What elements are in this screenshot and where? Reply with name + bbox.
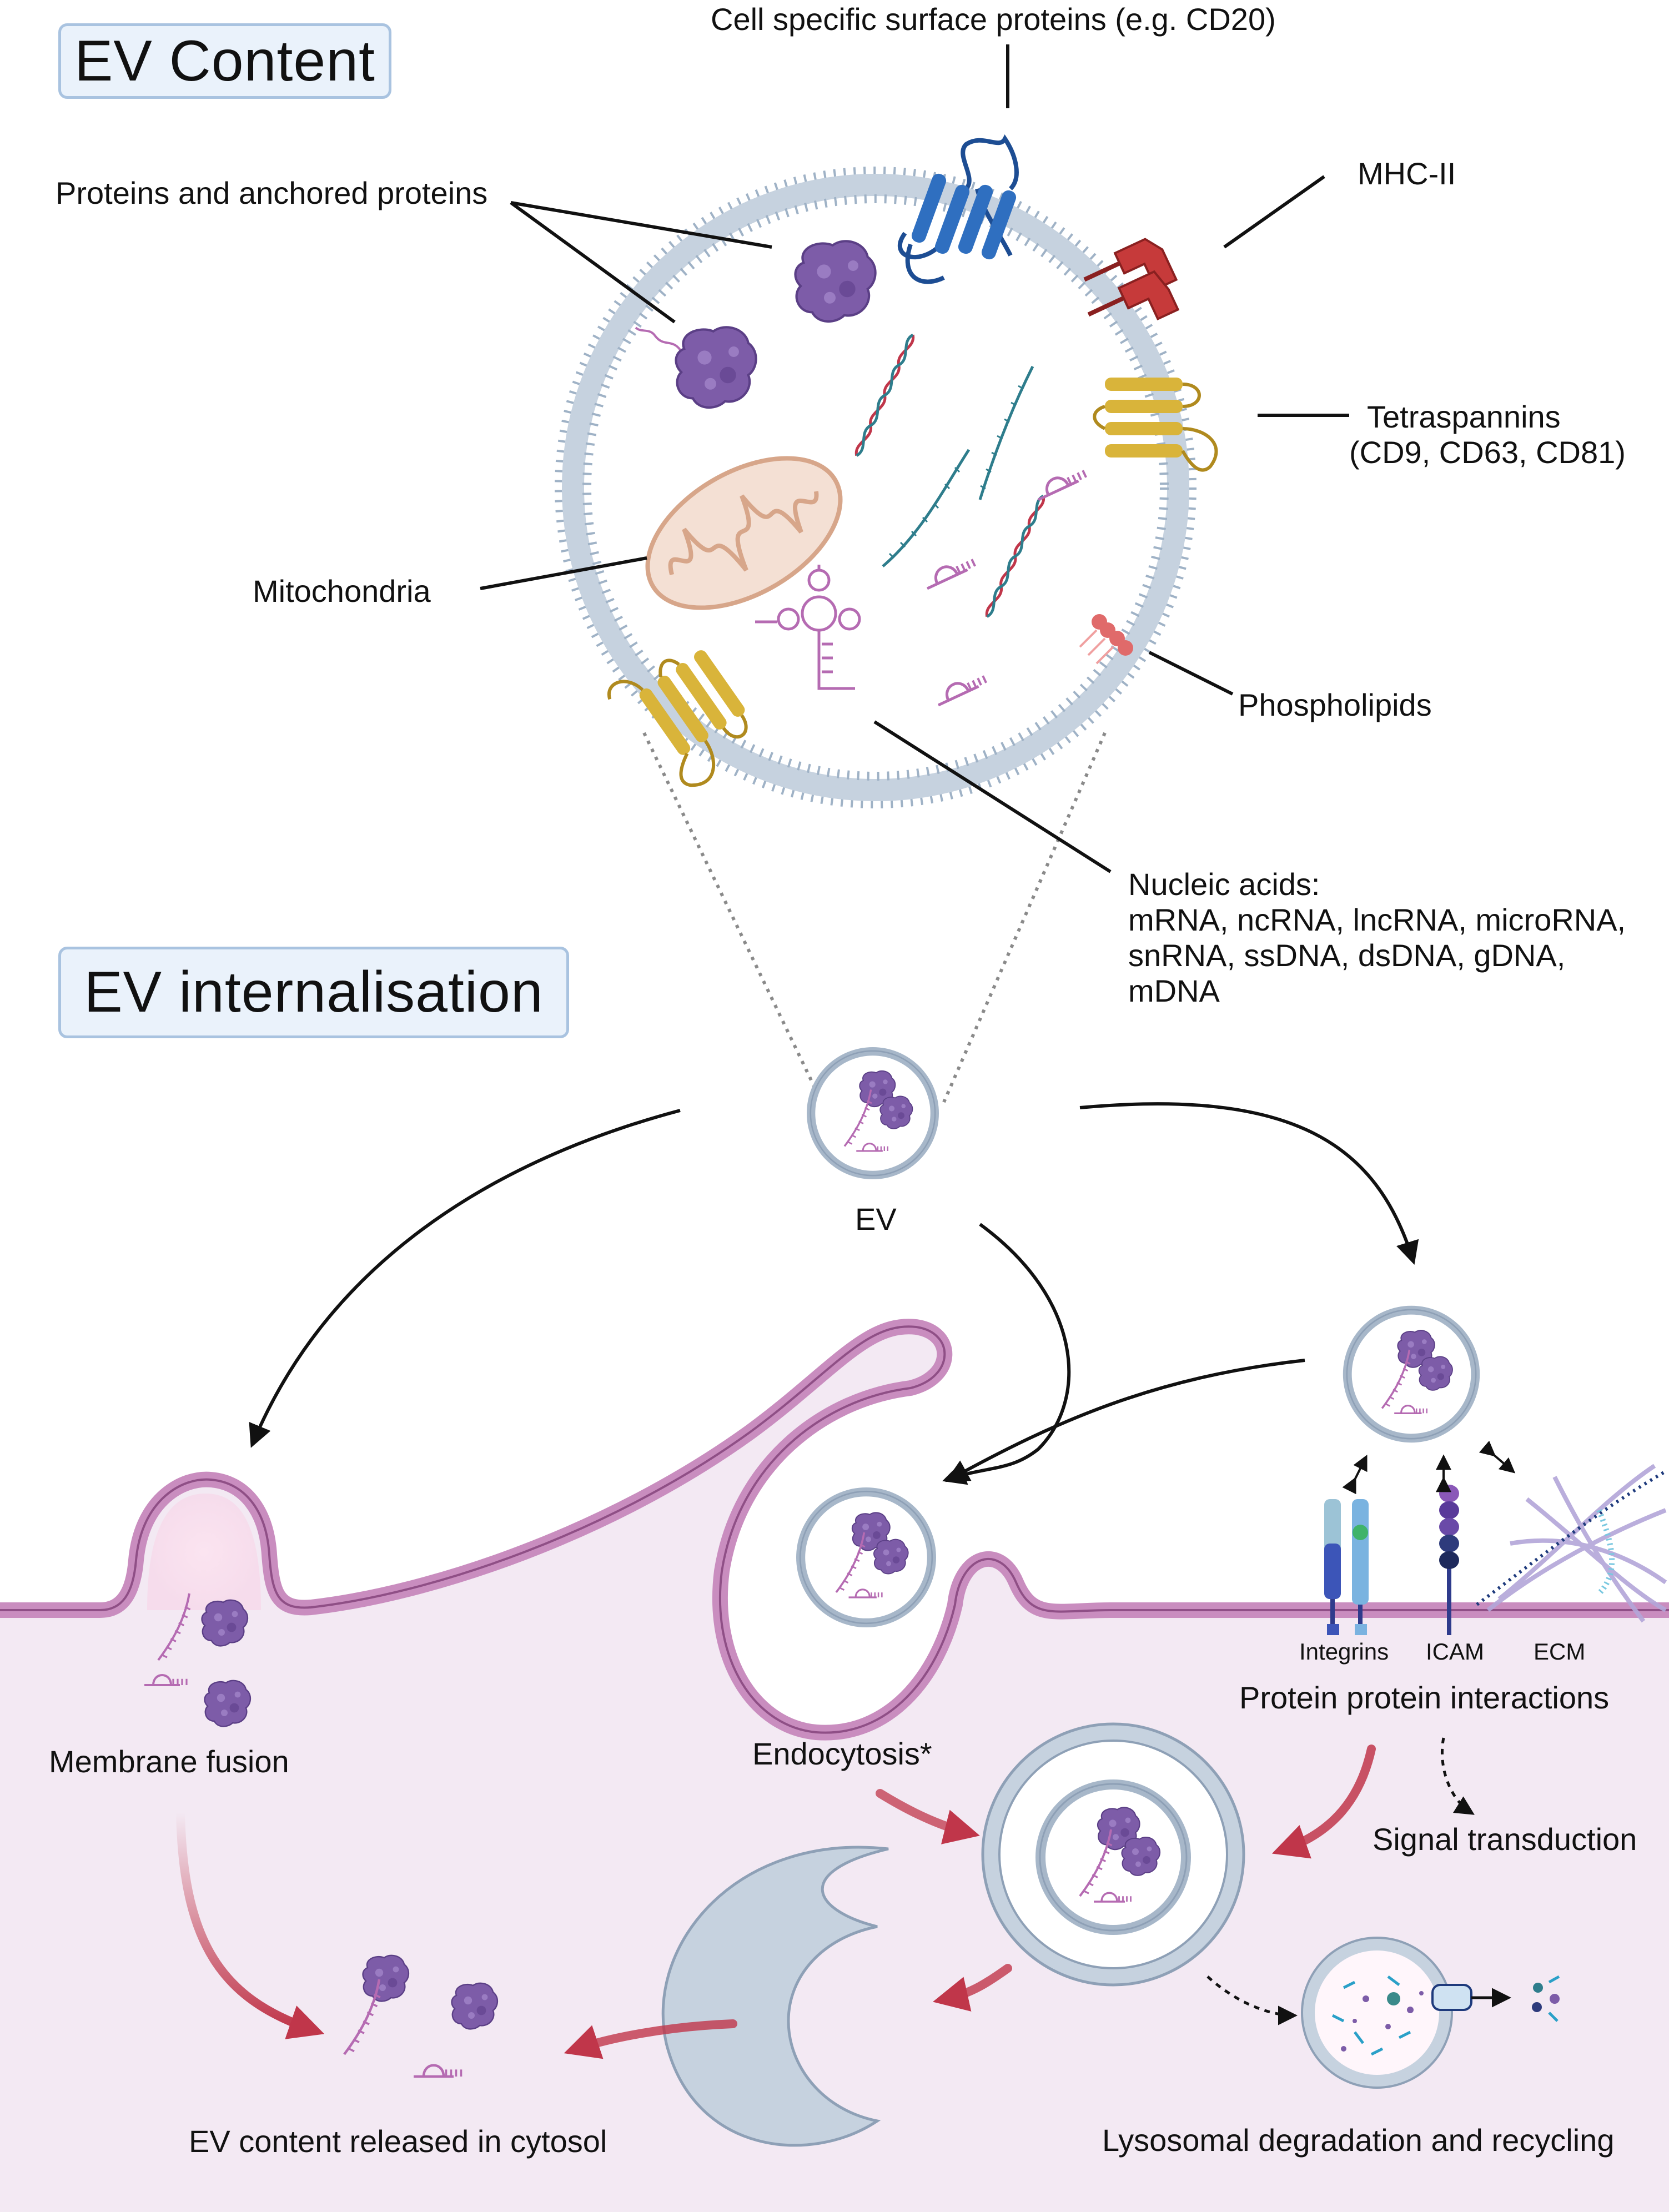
arrow-receptor-to-endocytosis <box>945 1359 1305 1482</box>
interaction-arrows <box>1342 1440 1516 1495</box>
cytosol <box>0 1326 1669 2212</box>
ev-receptor-icon <box>1343 1306 1480 1442</box>
arrow-endosome-to-vesicle <box>933 1964 1012 2012</box>
flow-arrows <box>249 1102 1419 1485</box>
released-protein-2 <box>451 1982 499 2030</box>
red-arrows <box>176 1745 1376 2059</box>
arrow-fusion-to-release <box>176 1808 325 2039</box>
protein-icon-2 <box>676 327 756 408</box>
dna-helix-icon-2 <box>985 494 1045 618</box>
dashed-arrows <box>1206 1737 1475 2025</box>
fusion-protein-2 <box>204 1680 252 1727</box>
fusion-protein-1 <box>201 1599 249 1647</box>
arrow-endosome-to-lysosome <box>1206 1975 1298 2025</box>
mhc-ii-icon <box>1083 238 1180 321</box>
trna-icon <box>755 565 861 690</box>
released-protein-1 <box>362 1954 410 2002</box>
phospholipid-icon <box>1079 614 1133 665</box>
protein-icon-1 <box>795 241 875 321</box>
rna-strand-teal <box>882 365 1034 567</box>
zoom-line-left <box>642 732 823 1103</box>
ecm-fibre-icon <box>1486 1464 1667 1623</box>
tetraspanin-icon <box>1093 378 1218 472</box>
arrow-ppi-to-endosome <box>1271 1745 1376 1859</box>
integrin-icon <box>1324 1499 1369 1635</box>
tetraspanin-icon-2 <box>607 650 748 787</box>
arrow-vesicle-to-release <box>564 2019 737 2059</box>
lysosome-icon <box>1301 1937 1560 2089</box>
ev-endocytosed-icon <box>796 1487 936 1627</box>
arrow-to-fusion <box>249 1109 681 1448</box>
ev-in-endosome-icon <box>1035 1779 1191 1935</box>
cd20-helices <box>911 173 1017 260</box>
leader-lines <box>480 44 1349 873</box>
c-vesicle <box>661 1846 889 2147</box>
ev-top-icon <box>807 1047 939 1179</box>
arrow-to-receptor-ev <box>1079 1102 1419 1265</box>
zoom-line-right <box>942 732 1107 1103</box>
arrow-endo-to-endosome <box>876 1789 980 1844</box>
dna-helix-icon-1 <box>854 333 915 457</box>
anchor-tail <box>635 326 681 351</box>
mitochondria-icon <box>645 456 843 610</box>
icam-icon <box>1439 1485 1459 1635</box>
arrow-to-endocytosis <box>942 1223 1071 1485</box>
fusion-bulge <box>147 1494 261 1610</box>
